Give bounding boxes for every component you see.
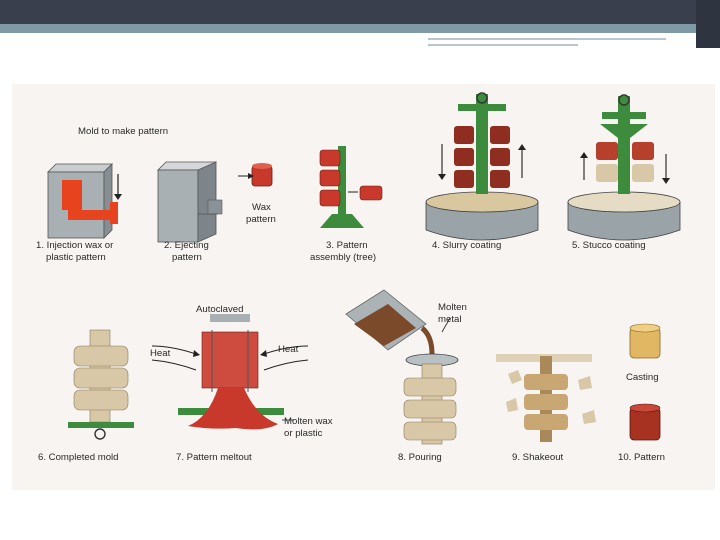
- step-8-label: 8. Pouring: [398, 452, 442, 463]
- step-2-label-line2: pattern: [172, 252, 202, 263]
- step2-mold-open: [157, 161, 223, 243]
- step7-meltout: [151, 314, 309, 430]
- callout-molten-wax-1: Molten wax: [284, 416, 333, 427]
- wax-pattern-small: [238, 163, 273, 187]
- step1-mold: [47, 163, 122, 239]
- callout-heat-right: Heat: [278, 344, 299, 355]
- step-5-label: 5. Stucco coating: [572, 240, 646, 251]
- callout-molten-metal-2: metal: [438, 314, 461, 325]
- callout-mold-to-make-pattern: Mold to make pattern: [78, 126, 168, 137]
- diagram-canvas: Mold to make pattern Wax pattern Autocla…: [36, 92, 681, 463]
- callout-heat-left: Heat: [150, 348, 171, 359]
- step-7-label: 7. Pattern meltout: [176, 452, 252, 463]
- step9-shakeout: [496, 354, 596, 442]
- step-3-label-line2: assembly (tree): [310, 252, 376, 263]
- step-1-label-line1: 1. Injection wax or: [36, 240, 114, 251]
- step-9-label: 9. Shakeout: [512, 452, 564, 463]
- step10-pattern: [629, 403, 661, 441]
- callout-molten-metal-1: Molten: [438, 302, 467, 313]
- step10-casting: [629, 323, 661, 359]
- decorative-rule: [428, 44, 578, 46]
- step-1-label-line2: plastic pattern: [46, 252, 106, 263]
- step8-pouring: [345, 289, 459, 445]
- callout-autoclaved: Autoclaved: [196, 304, 243, 315]
- callout-casting: Casting: [626, 372, 659, 383]
- investment-casting-diagram: Mold to make pattern Wax pattern Autocla…: [12, 84, 715, 490]
- step-2-label-line1: 2. Ejecting: [164, 240, 209, 251]
- callout-wax-2: pattern: [246, 214, 276, 225]
- corner-decoration: [696, 0, 720, 48]
- decorative-rule: [428, 38, 666, 40]
- step-3-label-line1: 3. Pattern: [326, 240, 368, 251]
- title-bar: [0, 0, 720, 24]
- callout-molten-wax-2: or plastic: [284, 428, 323, 439]
- step-6-label: 6. Completed mold: [38, 452, 119, 463]
- callout-wax-1: Wax: [252, 202, 271, 213]
- step-4-label: 4. Slurry coating: [432, 240, 501, 251]
- step6-completed-mold: [68, 329, 134, 440]
- step3-pattern-tree: [319, 146, 383, 228]
- step5-stucco-tank: [567, 94, 681, 241]
- step4-slurry-tank: [425, 92, 539, 241]
- title-bar-accent: [0, 24, 720, 33]
- step-10-label: 10. Pattern: [618, 452, 665, 463]
